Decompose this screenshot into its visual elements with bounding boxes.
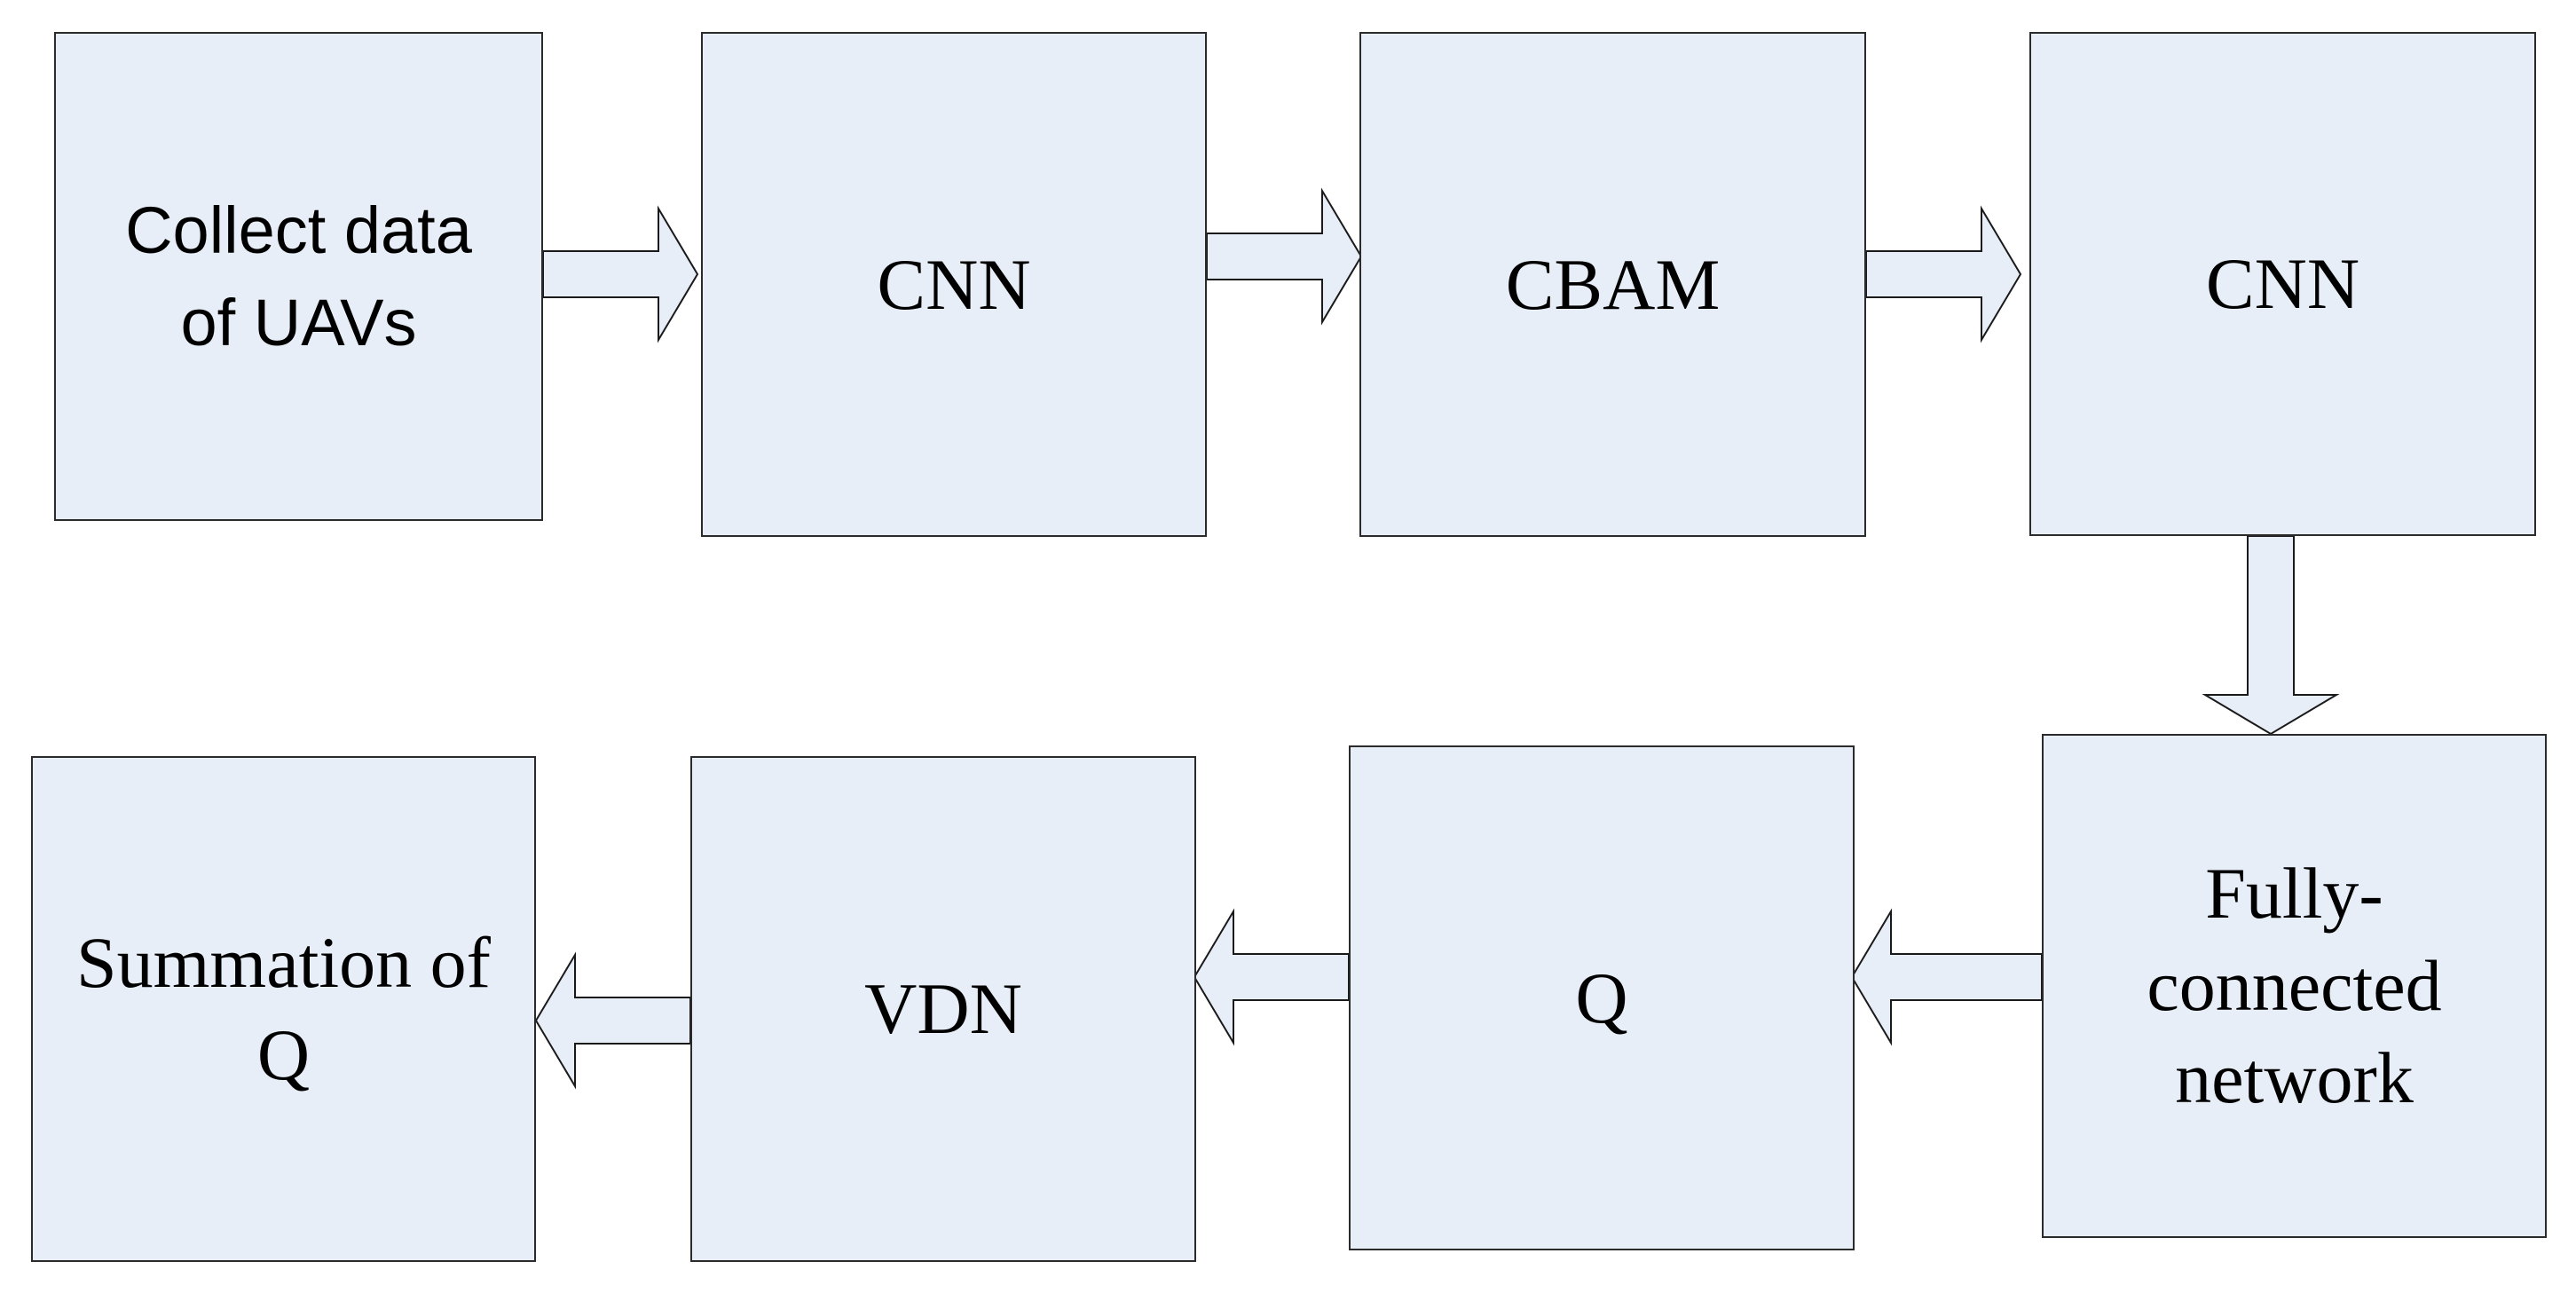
- block-vdn-label: VDN: [864, 968, 1022, 1049]
- block-q-label: Q: [1575, 957, 1628, 1038]
- block-q: Q: [1349, 745, 1855, 1250]
- block-cbam: CBAM: [1359, 32, 1866, 537]
- block-collect-data: Collect data of UAVs: [54, 32, 543, 521]
- block-collect-data-label: Collect data of UAVs: [125, 193, 472, 359]
- block-fully-connected-label: Fully- connected network: [2147, 853, 2442, 1118]
- arrow-fc-to-q: [1850, 908, 2043, 1046]
- block-cnn-second-label: CNN: [2205, 243, 2360, 324]
- block-fully-connected: Fully- connected network: [2042, 734, 2547, 1238]
- block-summation-of-q: Summation of Q: [31, 756, 536, 1262]
- block-cnn-first-label: CNN: [877, 243, 1031, 325]
- arrow-vdn-to-sum: [534, 951, 691, 1090]
- arrow-collect-to-cnn: [542, 205, 699, 343]
- arrow-cnn-to-cbam: [1206, 187, 1363, 326]
- block-summation-of-q-label: Summation of Q: [76, 922, 491, 1095]
- arrow-cnn-to-fc: [2202, 535, 2340, 736]
- arrow-cbam-to-cnn: [1865, 205, 2022, 343]
- arrow-q-to-vdn: [1193, 908, 1350, 1046]
- block-cbam-label: CBAM: [1505, 243, 1721, 325]
- block-cnn-second: CNN: [2029, 32, 2536, 536]
- block-vdn: VDN: [690, 756, 1196, 1262]
- block-cnn-first: CNN: [701, 32, 1207, 537]
